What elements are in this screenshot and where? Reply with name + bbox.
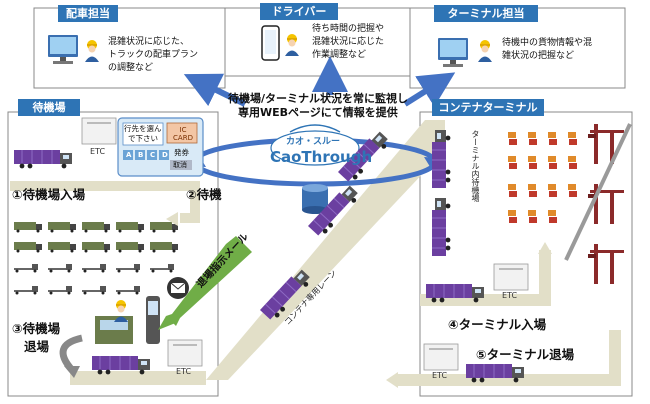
logo-text: CaoThrough [270,148,373,166]
kiosk-btn-b: B [138,151,144,159]
driver-tag: ドライバー [260,3,338,20]
terminal-inner-waiting-label: ターミナル内待機場 [471,130,480,202]
dispatch-desc-3: の調整など [108,63,154,73]
step5-label: ⑤ターミナル退場 [476,347,575,362]
step1-label: ①待機場入場 [12,187,86,202]
monitor-text-1: 待機場/ターミナル状況を常に監視し [228,92,409,105]
arrow-to-dispatch [183,73,247,107]
kiosk-btn-c: C [150,151,156,159]
step3-label-1: ③待機場 [12,321,61,336]
kiosk-prompt-1: 行先を選ん [124,124,162,133]
kiosk-cancel: 取消 [173,161,187,169]
kiosk-button[interactable] [147,150,157,160]
quay-ship [564,123,632,261]
driver-desc-1: 待ち時間の把握や [312,24,385,34]
kiosk-prompt-2: で下さい [128,134,158,143]
kiosk-button[interactable] [135,150,145,160]
notify-arrow [166,236,252,326]
etc-device-terminal-entry [493,263,529,291]
entry-road [10,181,200,223]
dispatch-tag: 配車担当 [58,5,118,22]
terminal-exit-road [398,330,621,386]
etc-device-exit [167,339,203,367]
etc-device-terminal-exit [423,343,459,371]
terminal-tag: コンテナターミナル [432,99,544,116]
etc-label-exit: ETC [176,367,192,376]
driver-desc-3: 作業調整など [312,50,367,60]
dispatch-desc-2: トラックの配車プラン [108,50,199,60]
logo-cloud [270,130,360,166]
etc-label-entry: ETC [90,147,106,156]
kiosk-btn-a: A [126,151,132,159]
kiosk-cancel-button[interactable] [170,160,192,170]
waiting-area-tag: 待機場 [18,99,80,116]
kiosk-button[interactable] [123,150,133,160]
terminal-staff-tag: ターミナル担当 [434,5,538,22]
kiosk-button[interactable] [159,150,169,160]
etc-device-entry [81,117,117,145]
kiosk-ic-card: IC CARD [173,126,193,142]
terminal-staff-desc-1: 待機中の貨物情報や混 [502,38,593,48]
logo-kana: カオ・スルー [286,137,341,147]
step3-label-2: 退場 [24,339,50,354]
step2-label: ②待機 [186,187,222,202]
server-icon [302,188,328,210]
etc-label-terminal-entry: ETC [502,291,518,300]
step4-label: ④ターミナル入場 [448,317,547,332]
dispatch-desc-1: 混雑状況に応じた、 [108,37,190,47]
terminal-staff-desc-2: 雑状況の把握など [502,51,575,61]
kiosk-btn-d: D [162,151,168,159]
kiosk-issue: 発券 [174,148,189,157]
arrow-to-terminal-staff [403,72,456,107]
monitor-text-2: 専用WEBページにて情報を提供 [238,106,398,119]
terminal-entry-road [420,250,551,306]
etc-label-terminal-exit: ETC [432,371,448,380]
driver-desc-2: 混雑状況に応じた [312,37,385,47]
